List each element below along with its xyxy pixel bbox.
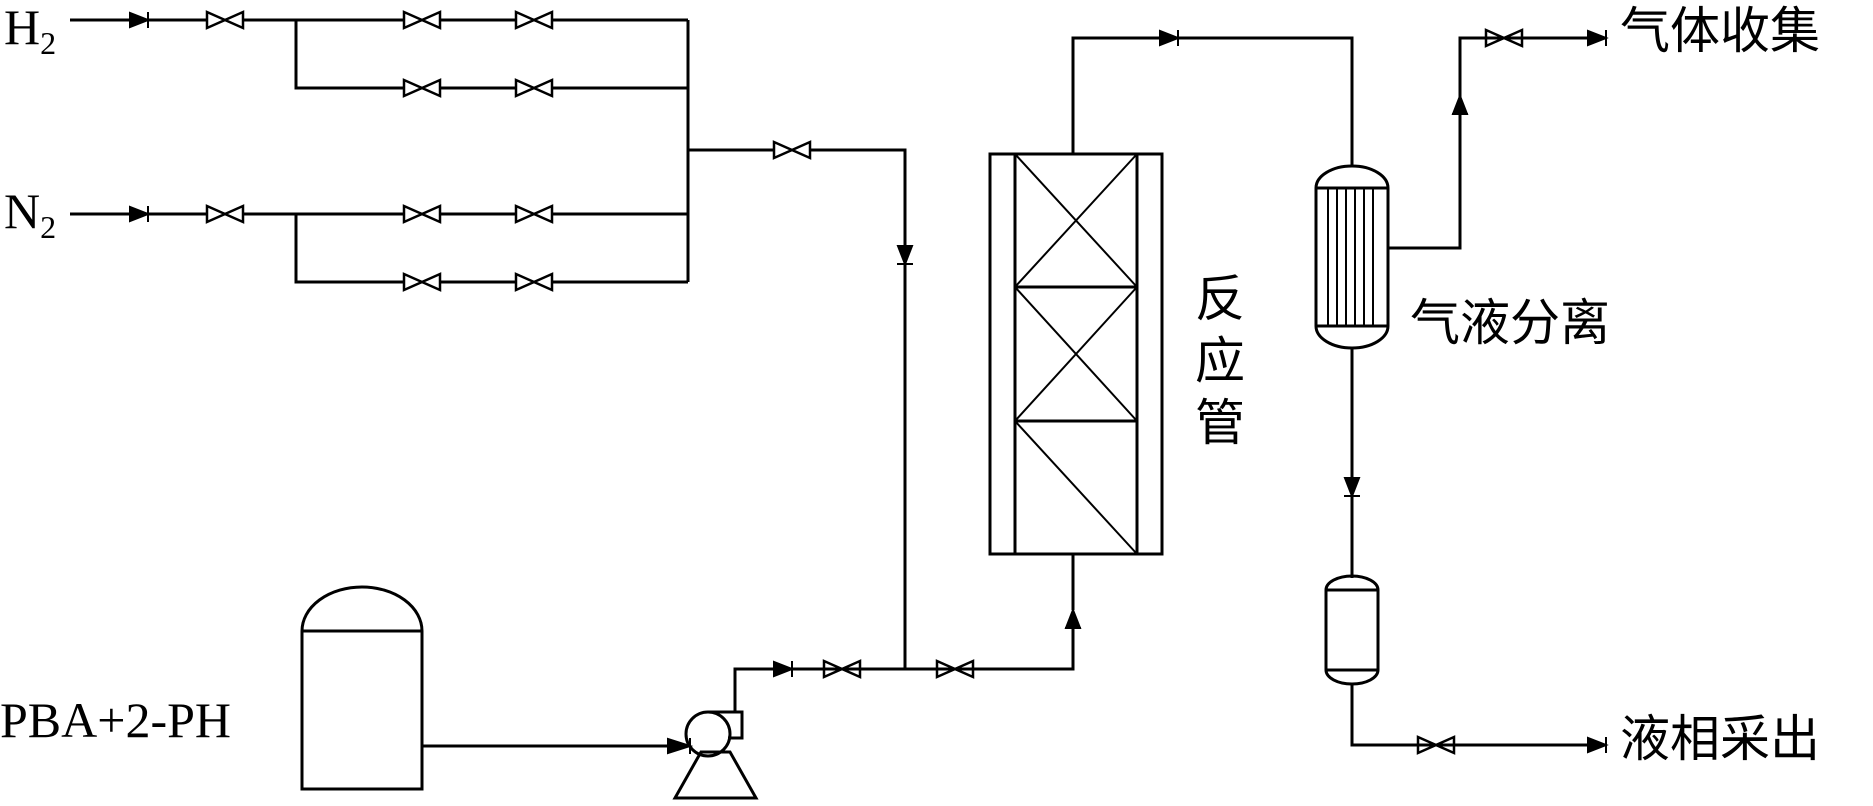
- valve-n2-a2[interactable]: [514, 204, 554, 224]
- liquid-receiver: [1324, 574, 1606, 747]
- gas-collection-label: 气体收集: [1620, 2, 1820, 60]
- reactor-label-char-1: 反: [1195, 270, 1245, 328]
- liquid-discharge-label: 液相采出: [1620, 710, 1820, 768]
- valve-h2-b2[interactable]: [514, 78, 554, 98]
- arrow-h2: [129, 11, 151, 29]
- reactor-top-line: [1071, 36, 1354, 166]
- liquid-outlet-line: [1350, 684, 1606, 747]
- valve-n2-b2[interactable]: [514, 272, 554, 292]
- h2-label-main: H: [4, 0, 41, 55]
- gas-manifold: [70, 18, 907, 669]
- arrow-sep-liquid-down: [1343, 477, 1361, 499]
- sep-gas-line: [1388, 36, 1606, 250]
- h2-branch-line: [294, 20, 688, 90]
- valves: [205, 10, 1524, 755]
- pump-discharge-line: [733, 628, 1075, 712]
- n2-label-sub: 2: [40, 209, 57, 245]
- n2-label: N2: [4, 186, 56, 243]
- valve-mixed-gas[interactable]: [772, 140, 812, 160]
- valve-n2-a1[interactable]: [402, 204, 442, 224]
- reactor-label-char-2: 应: [1195, 332, 1245, 390]
- n2-branch-line: [294, 214, 688, 284]
- valve-h2-inlet[interactable]: [205, 10, 245, 30]
- valve-n2-inlet[interactable]: [205, 204, 245, 224]
- arrow-reactor-up: [1064, 607, 1082, 629]
- reactor-label-char-3: 管: [1195, 394, 1245, 452]
- arrow-n2: [129, 205, 151, 223]
- reactor-tube: [988, 36, 1354, 610]
- valve-h2-a2[interactable]: [514, 10, 554, 30]
- mixed-gas-line: [688, 148, 907, 669]
- feed-tank: [300, 585, 668, 791]
- feed-pump[interactable]: [672, 628, 1075, 800]
- valve-n2-b1[interactable]: [402, 272, 442, 292]
- reactor-label: 反 应 管: [1190, 268, 1250, 454]
- n2-label-main: N: [4, 183, 41, 239]
- gas-liquid-separator: [1314, 36, 1606, 578]
- feed-label: PBA+2-PH: [0, 692, 232, 748]
- h2-label: H2: [4, 2, 56, 59]
- flow-arrows: [129, 11, 1609, 755]
- valve-h2-b1[interactable]: [402, 78, 442, 98]
- h2-label-sub: 2: [40, 25, 57, 61]
- arrow-mixed-gas-down: [896, 245, 914, 267]
- separator-label: 气液分离: [1410, 294, 1610, 352]
- valve-h2-a1[interactable]: [402, 10, 442, 30]
